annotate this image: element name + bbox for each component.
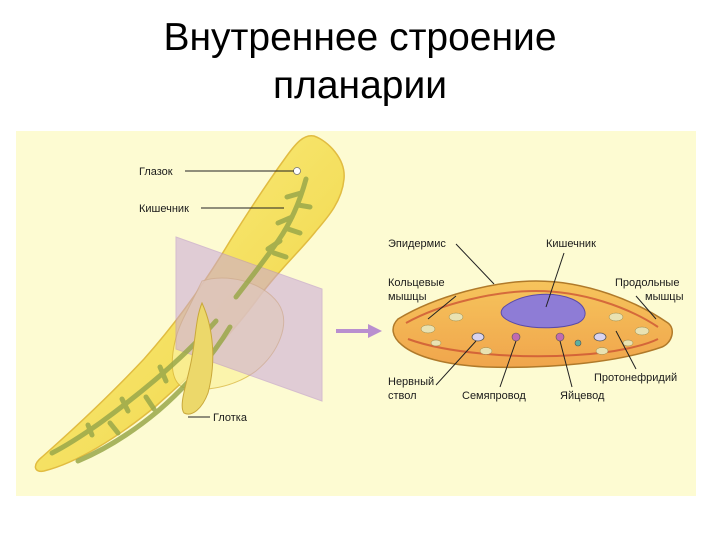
label-intestine-left: Кишечник [139, 203, 189, 215]
eyespot [293, 167, 301, 175]
leader-nerve-cord [435, 340, 477, 386]
label-pharynx: Глотка [213, 412, 248, 424]
label-ring-muscles-1: Кольцевые [388, 277, 445, 289]
leader-intestine-right [545, 252, 565, 308]
leader-long-muscles [635, 295, 657, 320]
label-long-muscles-2: мышцы [645, 291, 684, 303]
label-eye: Глазок [139, 166, 173, 178]
leader-protonephridium [615, 330, 637, 370]
leader-epidermis [455, 243, 495, 285]
label-sperm-duct: Семяпровод [462, 390, 526, 402]
label-intestine-right: Кишечник [546, 238, 596, 250]
label-nerve-cord-2: ствол [388, 390, 417, 402]
label-nerve-cord-1: Нервный [388, 376, 434, 388]
pharynx [181, 301, 214, 415]
leader-sperm-duct [499, 340, 517, 388]
label-oviduct: Яйцевод [560, 390, 605, 402]
arrow-to-cross-section [336, 324, 382, 338]
leader-oviduct [559, 340, 573, 388]
label-protonephridium: Протонефридий [594, 372, 677, 384]
label-ring-muscles-2: мышцы [388, 291, 427, 303]
planaria-diagram: Глазок Кишечник Глотка Эпидермис [34, 135, 684, 473]
cross-section [392, 280, 673, 369]
diagram-panel: Глазок Кишечник Глотка Эпидермис [16, 131, 696, 496]
label-epidermis: Эпидермис [388, 238, 446, 250]
leader-ring-muscles [427, 295, 457, 320]
label-long-muscles-1: Продольные [615, 277, 679, 289]
slide-title: Внутреннее строение планарии [163, 16, 557, 107]
